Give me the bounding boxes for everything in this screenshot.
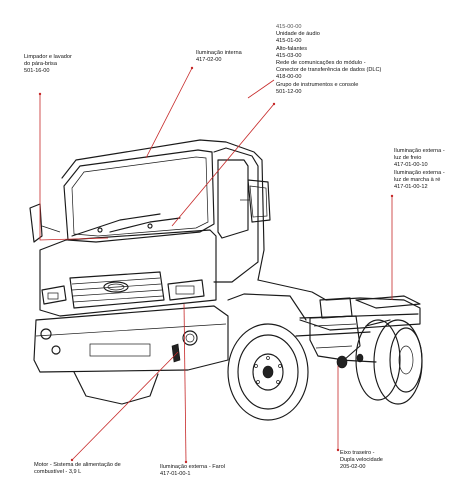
callout-rear-axle-line-3: 205-02-00 — [340, 464, 366, 471]
front-grille — [69, 271, 165, 309]
callout-headlamp: Iluminação externa - Farol 417-01-00-1 — [160, 464, 225, 478]
callout-right-stack: 415-00-00 Unidade de áudio 415-01-00 Alt… — [276, 24, 381, 96]
truck-cab — [29, 139, 271, 317]
callout-headlamp-line-1: Iluminação externa - Farol — [160, 464, 225, 470]
callout-right-stack-line-9: Grupo de instrumentos e console — [276, 81, 359, 88]
callout-rear-axle-line-1: Eixo traseiro - — [340, 450, 375, 456]
callout-wiper-line-1: Limpador e lavador — [24, 54, 72, 60]
callout-exterior-lighting-rear-line-2: luz de freio — [394, 155, 422, 162]
callout-right-stack-line-4: Alto-falantes — [276, 45, 308, 52]
callout-right-stack-line-3: 415-01-00 — [276, 38, 302, 45]
callout-rear-axle: Eixo traseiro - Dupla velocidade 205-02-… — [340, 450, 383, 472]
headlamps — [41, 279, 205, 305]
callout-headlamp-line-2: 417-01-00-1 — [160, 471, 191, 478]
callout-interior-lighting-line-2: 417-02-00 — [196, 57, 222, 64]
callout-right-stack-line-7: Conector de transferência de dados (DLC) — [276, 67, 382, 74]
callout-exterior-lighting-rear-line-5: luz de marcha à ré — [394, 176, 441, 183]
front-wheel — [73, 293, 309, 421]
callout-right-stack-line-2: Unidade de áudio — [276, 31, 320, 38]
callout-engine-fuel-line-2: combustível - 3,9 L — [34, 469, 82, 476]
callout-exterior-lighting-rear-line-4: Iluminação externa - — [394, 169, 445, 176]
callout-rear-axle-line-2: Dupla velocidade — [340, 457, 383, 464]
callout-wiper-line-3: 501-16-00 — [24, 68, 50, 75]
leader-lines — [38, 66, 394, 464]
callout-wiper: Limpador e lavador do pára-brisa 501-16-… — [24, 54, 72, 76]
callout-engine-fuel: Motor - Sistema de alimentação de combus… — [34, 462, 121, 476]
chassis — [257, 279, 421, 361]
callout-interior-lighting: Iluminação interna 417-02-00 — [196, 50, 242, 64]
callout-exterior-lighting-rear-line-1: Iluminação externa - — [394, 148, 445, 154]
callout-exterior-lighting-rear-line-6: 417-01-00-12 — [394, 184, 428, 191]
callout-right-stack-line-1: 415-00-00 — [276, 24, 302, 30]
callout-exterior-lighting-rear: Iluminação externa - luz de freio 417-01… — [394, 148, 445, 191]
callout-wiper-line-2: do pára-brisa — [24, 61, 57, 68]
callout-engine-fuel-line-1: Motor - Sistema de alimentação de — [34, 462, 121, 468]
callout-right-stack-line-5: 415-03-00 — [276, 52, 302, 59]
callout-exterior-lighting-rear-line-3: 417-01-00-10 — [394, 162, 428, 169]
rear-wheels — [336, 319, 423, 405]
callout-right-stack-line-8: 418-00-00 — [276, 74, 302, 81]
callout-interior-lighting-line-1: Iluminação interna — [196, 50, 242, 56]
callout-right-stack-line-6: Rede de comunicações do módulo - — [276, 60, 366, 67]
callout-right-stack-line-10: 501-12-00 — [276, 88, 302, 95]
